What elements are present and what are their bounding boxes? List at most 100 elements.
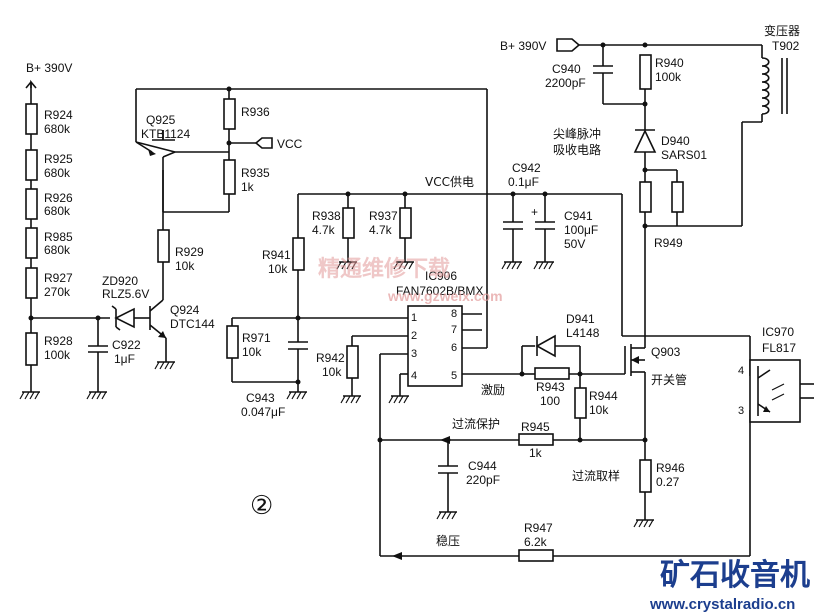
C922-value: 1μF [114,352,135,366]
resistor-R942 [346,345,359,379]
D940-ref: D940 [661,134,690,148]
R936-ref: R936 [241,105,270,119]
ic-pin-1: 1 [411,312,417,324]
C942-ref: C942 [512,161,541,175]
R926-ref: R926 [44,191,73,205]
resistor-R938 [342,207,355,239]
opto-pin-4: 4 [738,365,744,377]
D941-ref: D941 [566,312,595,326]
IC970-ref: IC970 [762,325,794,339]
C941-plus: + [531,205,538,219]
R947-value: 6.2k [524,535,548,549]
resistor-R926 [25,188,38,220]
overcurrent-protect-label: 过流保护 [452,417,500,431]
R927-value: 270k [44,285,71,299]
ground-symbol [86,391,107,400]
IC970-value: FL817 [762,341,796,355]
resistor-R928 [25,332,38,366]
watermark-url: www.gzweix.com [387,288,503,304]
R935-value: 1k [241,180,255,194]
regulation-label: 稳压 [436,533,460,548]
C941-value: 100μF [564,223,598,237]
resistor-R936 [223,98,236,130]
transformer-label: 变压器 [764,23,800,38]
mosfet-Q903 [624,340,646,460]
b-plus-right-arrow [556,38,581,52]
R926-value: 680k [44,204,71,218]
resistor-R946 [639,459,652,493]
ic906-section: VCC供电 R938 4.7k R937 4.7k R941 10k R971 … [226,89,622,556]
ic-pin-7: 7 [451,324,457,336]
R927-ref: R927 [44,271,73,285]
R929-value: 10k [175,259,195,273]
IC906-value: FAN7602B/BMX [396,284,483,298]
R928-ref: R928 [44,334,73,348]
D940-value: SARS01 [661,148,707,162]
R941-value: 10k [268,262,288,276]
R938-ref: R938 [312,209,341,223]
vcc-arrow-label: VCC [277,137,303,151]
Q903-ref: Q903 [651,345,681,359]
R971-value: 10k [242,345,262,359]
R924-value: 680k [44,122,71,136]
transformer-ref: T902 [772,39,800,53]
ic-pin-4: 4 [411,370,417,382]
b-plus-right-label: B+ 390V [500,39,546,53]
transistor-Q924 [148,262,175,370]
R946-ref: R946 [656,461,685,475]
snubber-label-line2: 吸收电路 [553,142,601,157]
resistor-R971 [226,325,239,359]
R945-value: 1k [529,446,543,460]
drive-label: 激励 [481,383,505,397]
Q924-ref: Q924 [170,303,200,317]
left-divider-section: B+ 390V R924 680k R925 680k R926 680k R9… [19,61,215,400]
R944-ref: R944 [589,389,618,403]
diode-D940 [633,129,657,170]
R937-value: 4.7k [369,223,393,237]
ground-symbol [19,391,40,400]
opto-IC970: IC970 FL817 4 3 [738,325,814,423]
R929-ref: R929 [175,245,204,259]
resistor-R985 [25,227,38,259]
R945-ref: R945 [521,420,550,434]
R938-value: 4.7k [312,223,336,237]
Q925-value: KTB1124 [141,127,190,141]
switch-section: D941 L4148 R943 100 激励 R944 10k Q903 开关管 [380,312,751,562]
ic-pin-3: 3 [411,348,417,360]
resistor-R925 [25,149,38,181]
D941-value: L4148 [566,326,600,340]
primary-section: B+ 390V C940 2200pF R940 100k 尖峰脉冲 吸收电路 … [500,23,800,340]
vcc-regulator-section: Q925 KTB1124 R936 VCC R935 1k [135,86,487,213]
R947-ref: R947 [524,521,553,535]
brand-name: 矿石收音机 [660,558,810,593]
R941-ref: R941 [262,248,291,262]
diode-D941 [535,334,556,358]
R928-value: 100k [44,348,71,362]
C922-ref: C922 [112,338,141,352]
resistor-R940 [639,54,652,90]
b-plus-left-label: B+ 390V [26,61,72,75]
resistor-R924 [25,103,38,135]
transformer-T902 [741,45,788,226]
C944-ref: C944 [468,459,497,473]
resistor-R943 [534,367,570,380]
resistor-R937 [399,207,412,239]
opto-pin-3: 3 [738,405,744,417]
C941-rating: 50V [564,237,585,251]
watermark-cn: 精通维修下载 [318,256,450,282]
IC906-ref: IC906 [425,269,457,283]
R949-ref: R949 [654,236,683,250]
C944-value: 220pF [466,473,500,487]
Q924-value: DTC144 [170,317,215,331]
R942-ref: R942 [316,351,345,365]
R985-ref: R985 [44,230,73,244]
resistor-R949a [639,181,652,213]
resistor-R929 [157,229,170,263]
circle-number: ② [250,491,273,521]
resistor-R941 [292,237,305,271]
R924-ref: R924 [44,108,73,122]
ic-pin-2: 2 [411,330,417,342]
R940-ref: R940 [655,56,684,70]
vcc-supply-label: VCC供电 [425,175,474,189]
Q925-ref: Q925 [146,113,176,127]
